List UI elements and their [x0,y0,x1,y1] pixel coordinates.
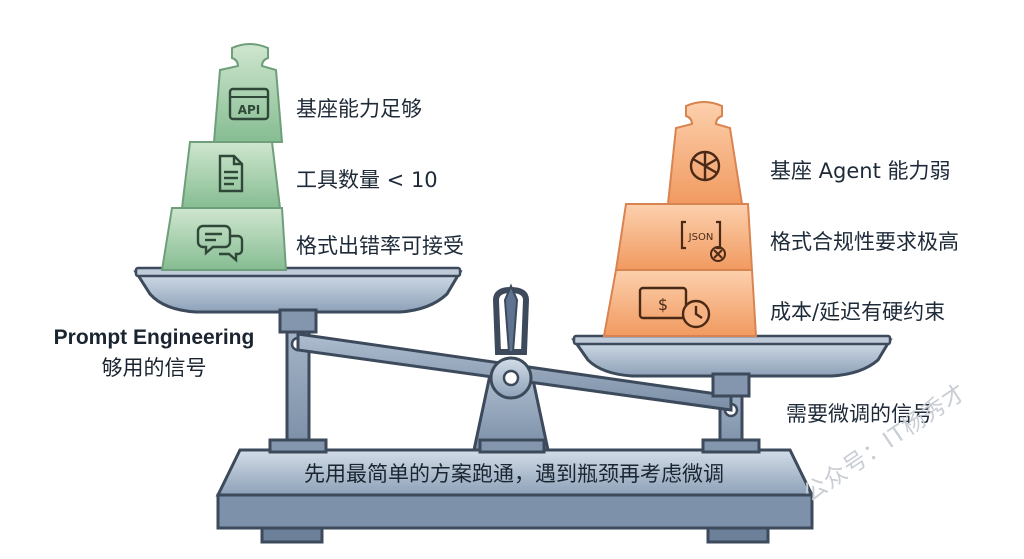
svg-text:$: $ [658,295,668,314]
left-signal-subtitle: 够用的信号 [101,356,207,380]
base-caption: 先用最简单的方案跑通，遇到瓶颈再考虑微调 [304,462,724,486]
right-weight-label-bottom: 成本/延迟有硬约束 [770,300,946,324]
scale-base [215,448,815,544]
left-signal-title: Prompt Engineering [53,326,255,349]
api-window-icon: API [228,87,270,121]
left-pan [133,266,463,334]
right-weight-label-middle: 格式合规性要求极高 [770,230,959,254]
right-signal-title: 需要微调的信号 [786,402,933,426]
left-weight-bottom [160,207,288,271]
left-weight-label-middle: 工具数量 < 10 [296,168,438,192]
right-weight-middle: JSON [614,203,754,271]
document-icon [218,154,244,193]
money-clock-icon: $ [638,286,711,329]
left-weight-label-top: 基座能力足够 [296,97,422,121]
tilted-beam [296,332,733,412]
left-weight-top: API [212,43,284,143]
svg-text:API: API [238,103,261,117]
left-weight-middle [180,141,282,209]
svg-text:JSON: JSON [688,232,714,243]
openai-logo-icon [689,150,721,182]
right-pan [571,334,893,398]
chat-bubbles-icon [196,224,244,263]
left-weight-label-bottom: 格式出错率可接受 [296,234,464,258]
right-weight-top [666,101,744,205]
right-weight-bottom: $ [602,269,758,337]
json-error-icon: JSON [680,220,726,262]
right-weight-label-top: 基座 Agent 能力弱 [770,159,951,183]
center-pillar [472,283,550,454]
